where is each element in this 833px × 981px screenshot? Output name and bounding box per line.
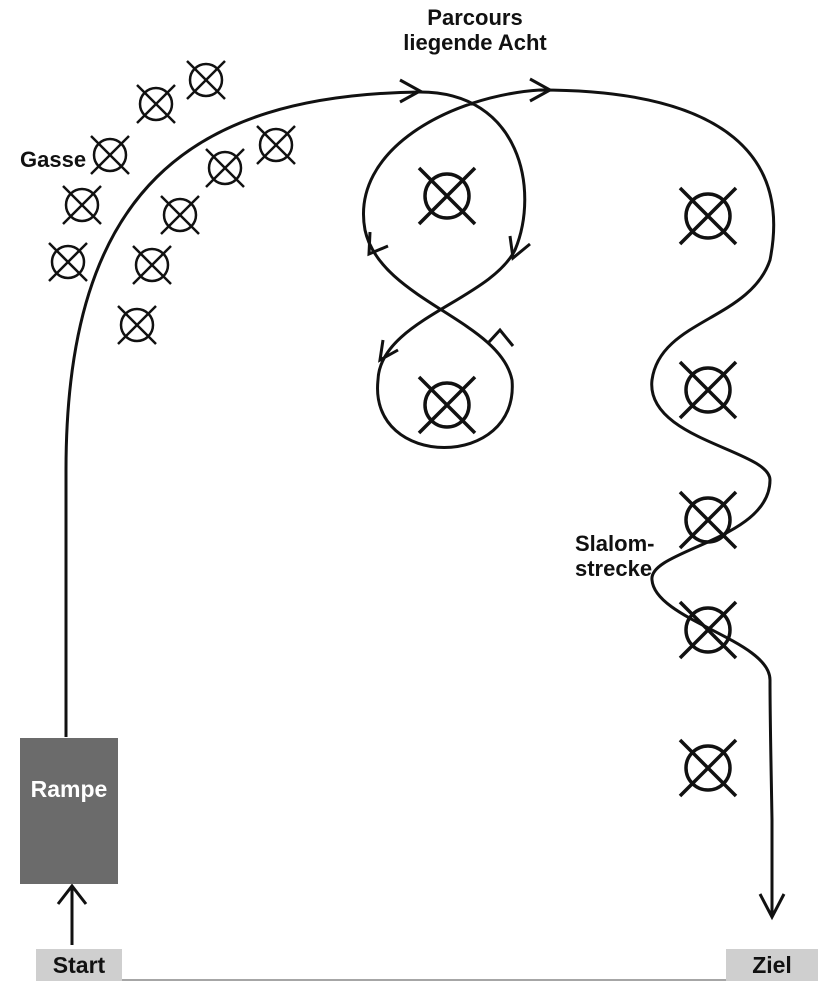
finish-tag: Ziel bbox=[726, 949, 818, 981]
eight-cone-icon bbox=[417, 375, 477, 435]
gasse-cone-icon bbox=[135, 83, 177, 125]
eight-cone-icon bbox=[417, 166, 477, 226]
slalom-label: Slalom- strecke bbox=[575, 531, 655, 581]
slalom-cone-icon bbox=[678, 186, 738, 246]
gasse-cone-icon bbox=[204, 147, 246, 189]
course-title: Parcours liegende Acht bbox=[380, 5, 570, 55]
gasse-cone-icon bbox=[131, 244, 173, 286]
gasse-cone-icon bbox=[185, 59, 227, 101]
slalom-label-line1: Slalom- bbox=[575, 531, 655, 556]
gasse-label: Gasse bbox=[20, 147, 87, 172]
ramp-block: Rampe bbox=[20, 738, 118, 884]
gasse-cone-icon bbox=[255, 124, 297, 166]
slalom-label-line2: strecke bbox=[575, 555, 653, 581]
start-arrow bbox=[56, 883, 88, 945]
gasse-cone-icon bbox=[89, 134, 131, 176]
ramp-label: Rampe bbox=[30, 776, 108, 802]
course-title-line1: Parcours bbox=[427, 5, 523, 30]
slalom-cone-icon bbox=[678, 600, 738, 660]
start-tag: Start bbox=[36, 949, 122, 981]
slalom-cone-icon bbox=[678, 360, 738, 420]
course-title-line2: liegende Acht bbox=[403, 29, 547, 55]
gasse-cone-icon bbox=[116, 304, 158, 346]
route-path-main bbox=[64, 88, 776, 915]
route-arrows bbox=[367, 77, 786, 921]
gasse-cone-icon bbox=[159, 194, 201, 236]
slalom-cone-icon bbox=[678, 738, 738, 798]
gasse-cone-icon bbox=[61, 184, 103, 226]
gasse-cone-icon bbox=[47, 241, 89, 283]
slalom-cone-icon bbox=[678, 490, 738, 550]
slalom-cones bbox=[678, 186, 738, 798]
